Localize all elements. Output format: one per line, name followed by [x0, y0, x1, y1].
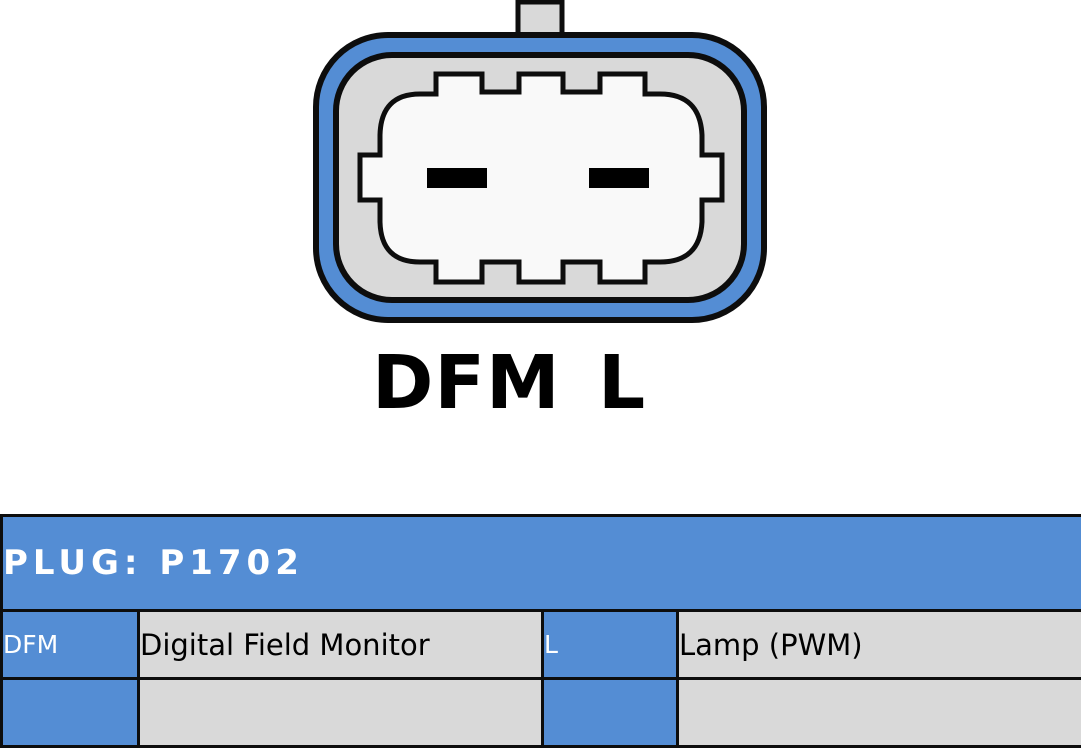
pin1-code: DFM — [2, 611, 139, 679]
socket-face — [360, 74, 722, 282]
pin-label-l: L — [598, 338, 646, 428]
pin3-description — [139, 679, 543, 747]
pin4-code — [543, 679, 678, 747]
pin-labels: DFM L — [0, 338, 1081, 428]
table-header-row: PLUG: P1702 — [2, 516, 1081, 611]
terminal-dfm — [427, 168, 487, 188]
pin3-code — [2, 679, 139, 747]
table-row: DFM Digital Field Monitor L Lamp (PWM) — [2, 611, 1081, 679]
table-row — [2, 679, 1081, 747]
terminal-l — [589, 168, 649, 188]
pin4-description — [678, 679, 1081, 747]
plug-title: PLUG: P1702 — [2, 516, 1081, 611]
pin2-description: Lamp (PWM) — [678, 611, 1081, 679]
pin1-description: Digital Field Monitor — [139, 611, 543, 679]
pinout-table: PLUG: P1702 DFM Digital Field Monitor L … — [0, 514, 1081, 748]
pin-label-dfm: DFM — [372, 338, 561, 428]
pin2-code: L — [543, 611, 678, 679]
connector-plug-drawing — [0, 0, 1081, 340]
